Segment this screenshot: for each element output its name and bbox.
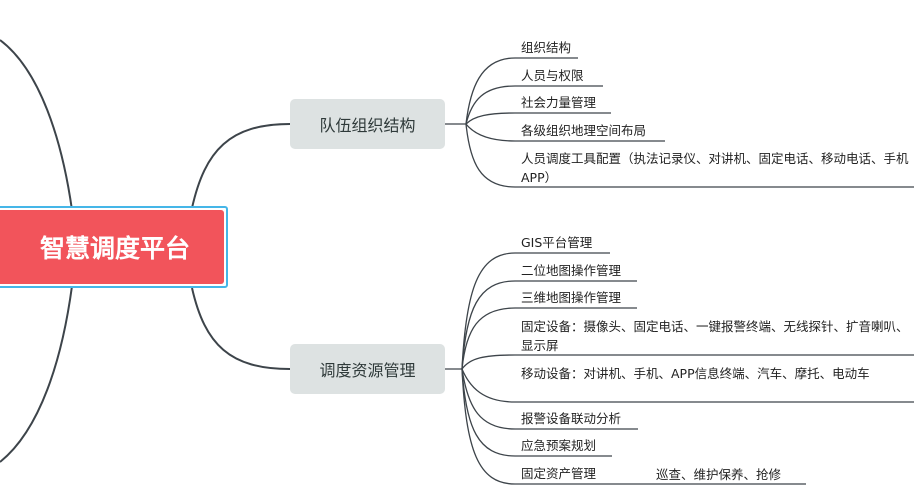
root-to-branch-1 [191, 123, 291, 209]
root-label: 智慧调度平台 [0, 210, 224, 284]
b2-leaf-7-line [461, 368, 612, 457]
root-node[interactable]: 智慧调度平台 [0, 206, 228, 288]
leaf-node[interactable]: 各级组织地理空间布局 [521, 123, 647, 138]
b1-leaf-5-line [465, 123, 914, 188]
leaf-node[interactable]: 社会力量管理 [521, 95, 597, 110]
b1-leaf-2-line [465, 85, 603, 125]
root-arc-upper [0, 39, 73, 211]
leaf-node[interactable]: 组织结构 [521, 40, 572, 55]
leaf-node[interactable]: 报警设备联动分析 [521, 411, 622, 426]
b1-leaf-3-line [465, 112, 611, 125]
leaf-node[interactable]: 人员调度工具配置（执法记录仪、对讲机、固定电话、移动电话、手机APP） [521, 151, 909, 185]
root-to-branch-2 [191, 287, 291, 370]
branch-node-team-structure[interactable]: 队伍组织结构 [290, 99, 445, 149]
leaf-child-node[interactable]: 巡查、维护保养、抢修 [656, 467, 782, 482]
root-arc-lower [0, 285, 73, 463]
b2-leaf-8-line [461, 368, 612, 485]
b2-leaf-4-line [461, 354, 914, 370]
leaf-node[interactable]: GIS平台管理 [521, 235, 593, 250]
b1-leaf-4-line [465, 123, 665, 142]
b2-leaf-3-line [461, 307, 637, 370]
leaf-node[interactable]: 固定设备：摄像头、固定电话、一键报警终端、无线探针、扩音喇叭、显示屏 [521, 319, 909, 353]
leaf-node[interactable]: 人员与权限 [521, 68, 584, 83]
leaf-node[interactable]: 二位地图操作管理 [521, 263, 622, 278]
leaf-node[interactable]: 固定资产管理 [521, 466, 597, 481]
b2-leaf-6-line [461, 368, 638, 430]
b2-leaf-1-line [461, 252, 610, 370]
b2-leaf-5-line [461, 368, 914, 403]
leaf-node[interactable]: 移动设备：对讲机、手机、APP信息终端、汽车、摩托、电动车 [521, 366, 870, 381]
b2-leaf-2-line [461, 280, 637, 370]
leaf-node[interactable]: 三维地图操作管理 [521, 290, 622, 305]
branch-node-resource-management[interactable]: 调度资源管理 [290, 344, 445, 394]
leaf-node[interactable]: 应急预案规划 [521, 438, 597, 453]
b1-leaf-1-line [465, 57, 578, 125]
